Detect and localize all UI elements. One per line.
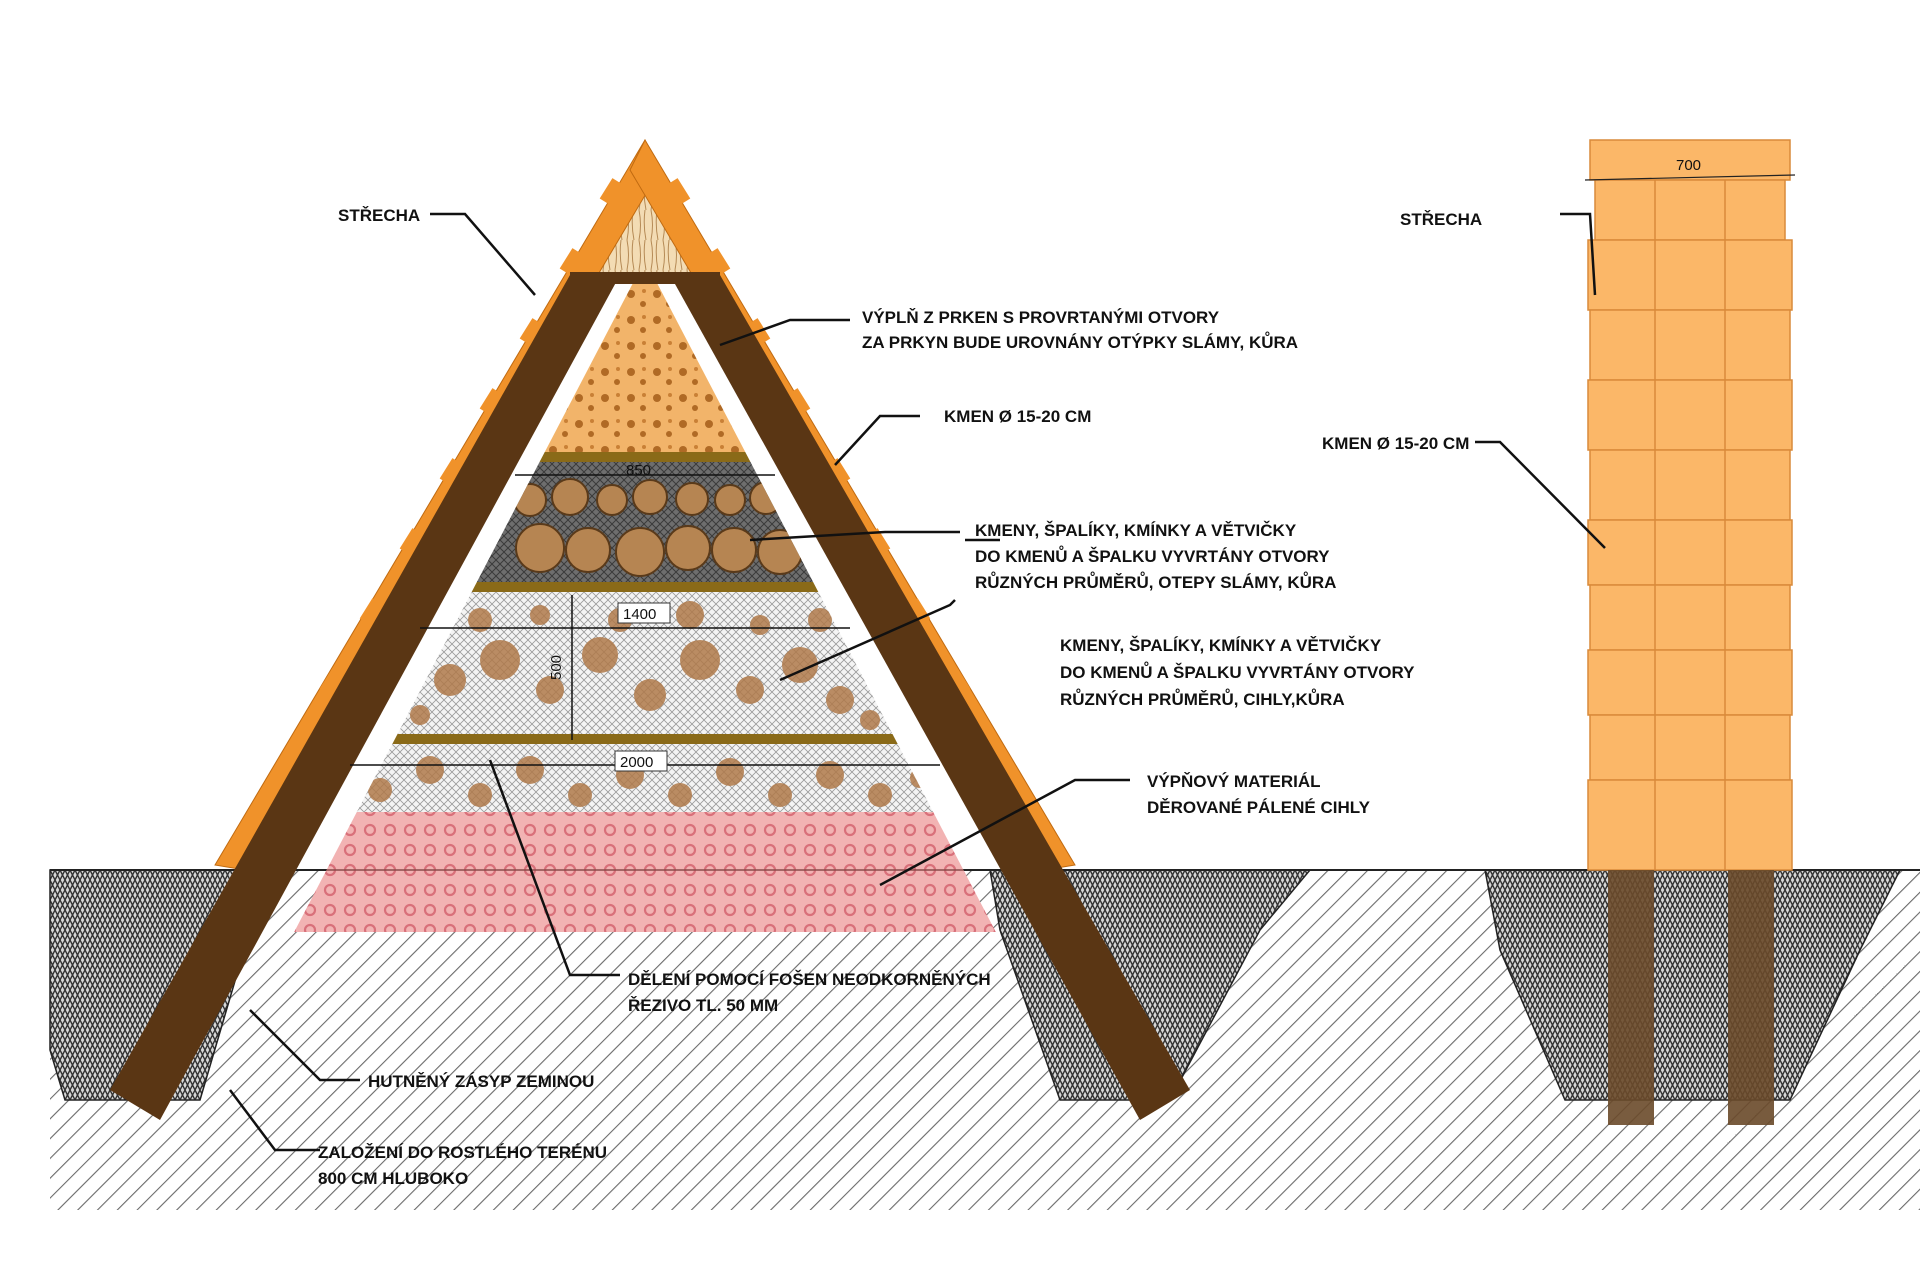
label-backfill: HUTNĚNÝ ZÁSYP ZEMINOU — [368, 1072, 594, 1091]
label-logs-b-line2: DO KMENŮ A ŠPALKU VYVRTÁNY OTVORY — [1060, 662, 1415, 682]
label-logs-b-line3: RŮZNÝCH PRŮMĚRŮ, CIHLY,KŮRA — [1060, 689, 1345, 709]
label-filler-line1: VÝPŇOVÝ MATERIÁL — [1147, 772, 1320, 791]
frame-beams — [110, 272, 1190, 1120]
label-roof-left: STŘECHA — [338, 206, 420, 225]
brick-layer — [290, 812, 1000, 932]
leader-lines — [229, 212, 1606, 1152]
label-logs-a-line3: RŮZNÝCH PRŮMĚRŮ, OTEPY SLÁMY, KŮRA — [975, 572, 1336, 592]
dim-bottom-width: 2000 — [620, 754, 653, 771]
label-logs-a-line2: DO KMENŮ A ŠPALKU VYVRTÁNY OTVORY — [975, 546, 1330, 566]
label-fill-boards-line2: ZA PRKYN BUDE UROVNÁNY OTÝPKY SLÁMY, KŮR… — [862, 332, 1298, 352]
dim-box-bottom-width — [614, 750, 668, 772]
label-foundation-line1: ZALOŽENÍ DO ROSTLÉHO TERÉNU — [318, 1143, 607, 1162]
label-foundation-line2: 800 CM HLUBOKO — [318, 1169, 468, 1188]
straw-fill-layer — [290, 270, 1000, 452]
dim-mid-width: 1400 — [623, 606, 656, 623]
label-trunk-right: KMEN Ø 15-20 CM — [1322, 434, 1469, 453]
side-posts — [1608, 870, 1774, 1125]
log-cross-sections-middle — [410, 601, 880, 730]
dim-box-mid-width — [617, 602, 671, 624]
dim-mid-height: 500 — [548, 655, 565, 680]
label-fill-boards-line1: VÝPLŇ Z PRKEN S PROVRTANÝMI OTVORY — [862, 308, 1220, 327]
dim-side-width: 700 — [1676, 157, 1701, 174]
label-trunk-left: KMEN Ø 15-20 CM — [944, 407, 1091, 426]
log-cross-sections-top — [513, 478, 803, 577]
annotation-labels: STŘECHA VÝPLŇ Z PRKEN S PROVRTANÝMI OTVO… — [318, 206, 1482, 1188]
side-column-joints — [1654, 180, 1726, 870]
label-division-line2: ŘEZIVO TL. 50 MM — [628, 996, 778, 1015]
side-view-column — [1587, 139, 1793, 871]
label-division-line1: DĚLENÍ POMOCÍ FOŠEN NEODKORNĚNÝCH — [628, 970, 991, 989]
label-filler-line2: DĚROVANÉ PÁLENÉ CIHLY — [1147, 798, 1371, 817]
label-logs-b-line1: KMENY, ŠPALÍKY, KMÍNKY A VĚTVIČKY — [1060, 636, 1382, 655]
dim-top-width: 850 — [626, 462, 651, 479]
label-roof-right: STŘECHA — [1400, 210, 1482, 229]
label-logs-a-line1: KMENY, ŠPALÍKY, KMÍNKY A VĚTVIČKY — [975, 521, 1297, 540]
roof-shingle-steps — [279, 178, 1011, 766]
